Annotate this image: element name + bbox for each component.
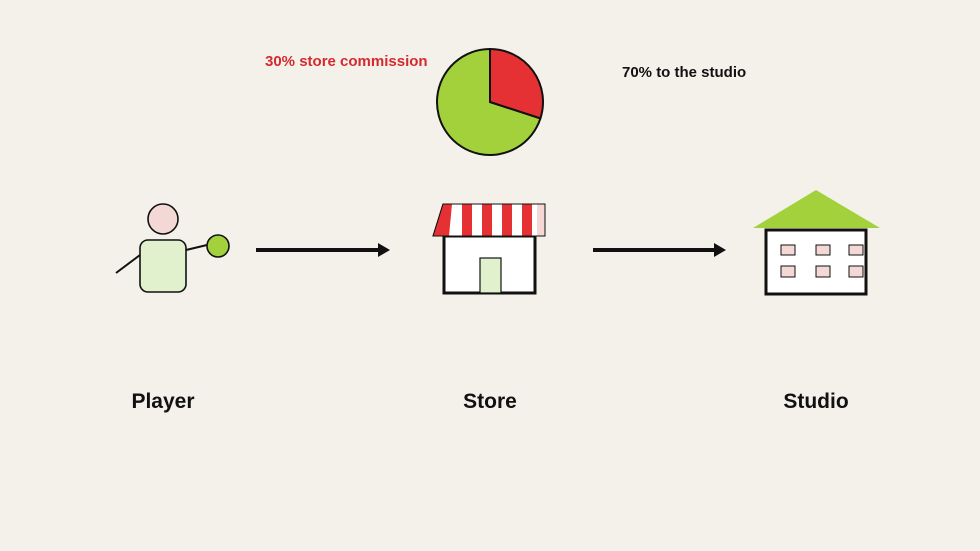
store-icon xyxy=(432,203,546,295)
pie-slice-studio xyxy=(436,47,542,156)
pie-slice-store xyxy=(489,47,544,120)
studio-icon xyxy=(753,190,880,296)
coin-icon xyxy=(206,234,230,258)
studio-label: Studio xyxy=(783,390,849,413)
revenue-split-pie xyxy=(436,47,544,156)
arrow-icon xyxy=(256,243,390,257)
studio-share-caption: 70% to the studio xyxy=(622,64,747,81)
store-commission-caption: 30% store commission xyxy=(265,53,428,70)
player-label: Player xyxy=(131,390,195,413)
arrow-icon xyxy=(593,243,726,257)
player-icon xyxy=(115,203,208,293)
store-label: Store xyxy=(463,390,517,413)
